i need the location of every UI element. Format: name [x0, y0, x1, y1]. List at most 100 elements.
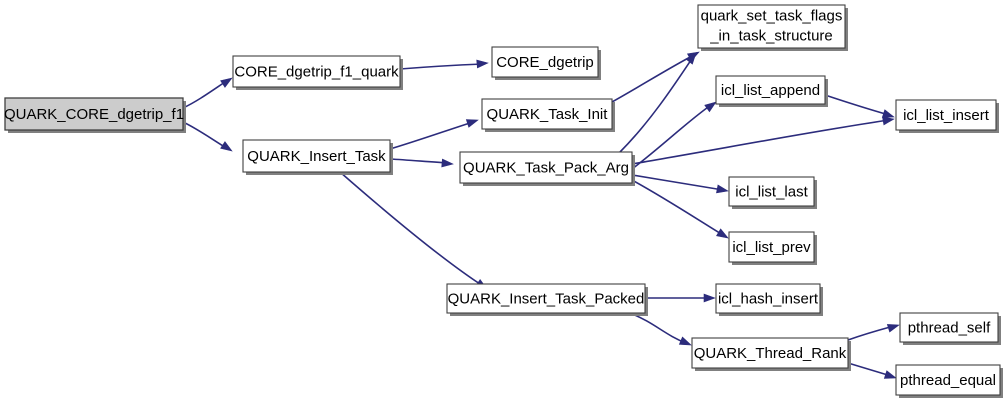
edge-arrowhead: [883, 370, 897, 379]
node-box[interactable]: [895, 99, 997, 131]
edge-line: [611, 54, 695, 103]
edge-list_append-to-list_insert: [824, 94, 895, 118]
edge-arrowhead: [220, 77, 233, 88]
node-box[interactable]: [728, 231, 815, 263]
edge-line: [847, 325, 895, 341]
edge-arrowhead: [716, 228, 729, 239]
node-list_insert[interactable]: icl_list_insert: [895, 99, 999, 133]
edge-line: [847, 362, 892, 377]
edge-arrowhead: [476, 59, 489, 69]
edge-root-to-insert_task: [182, 121, 233, 152]
edge-root-to-quark_f1: [182, 77, 233, 109]
edge-arrowhead: [716, 184, 729, 194]
node-box[interactable]: [715, 283, 821, 314]
node-set_task_flags[interactable]: quark_set_task_flags _in_task_structure: [697, 4, 848, 51]
node-hash_insert[interactable]: icl_hash_insert: [715, 283, 823, 316]
node-label: pthread_self: [908, 319, 991, 336]
edge-arrowhead: [685, 52, 697, 65]
edge-thread_rank-to-pthread_self: [847, 324, 900, 341]
edge-task_init-to-set_task_flags: [611, 51, 700, 103]
edge-task_pack_arg-to-set_task_flags: [619, 52, 697, 153]
node-quark_f1[interactable]: CORE_dgetrip_f1_quark: [232, 55, 403, 90]
node-box[interactable]: [697, 4, 846, 49]
node-pthread_equal[interactable]: pthread_equal: [895, 364, 1003, 398]
node-box[interactable]: [446, 283, 646, 314]
node-list_prev[interactable]: icl_list_prev: [728, 231, 817, 265]
edge-task_pack_arg-to-list_insert: [631, 116, 895, 165]
node-task_pack_arg[interactable]: QUARK_Task_Pack_Arg: [459, 151, 635, 186]
node-task_init[interactable]: QUARK_Task_Init: [481, 98, 615, 132]
edge-task_pack_arg-to-list_last: [631, 174, 729, 194]
edge-line: [182, 121, 229, 150]
node-box[interactable]: [242, 139, 391, 173]
edge-arrowhead: [678, 336, 692, 346]
node-box[interactable]: [728, 176, 815, 207]
node-label: icl_list_last: [735, 183, 808, 200]
edge-insert_task-to-task_init: [389, 119, 479, 150]
edge-arrowhead: [882, 116, 895, 126]
node-box[interactable]: [491, 46, 599, 78]
node-box[interactable]: [481, 98, 613, 130]
node-label: QUARK_CORE_dgetrip_f1: [4, 106, 184, 123]
node-label: icl_list_append: [721, 82, 820, 99]
edge-line: [339, 171, 484, 287]
edge-line: [389, 121, 474, 150]
node-root[interactable]: QUARK_CORE_dgetrip_f1: [4, 97, 186, 133]
edge-arrowhead: [220, 141, 233, 152]
edge-line: [631, 119, 890, 165]
node-label: icl_hash_insert: [718, 290, 819, 307]
edge-line: [389, 158, 449, 164]
node-label-line1: quark_set_task_flags: [701, 7, 843, 24]
node-pthread_self[interactable]: pthread_self: [899, 312, 1001, 345]
node-label: QUARK_Insert_Task: [247, 148, 386, 165]
edge-line: [631, 174, 724, 191]
edge-thread_rank-to-pthread_equal: [847, 362, 897, 379]
edge-line: [629, 312, 687, 344]
edge-quark_f1-to-core_dgetrip: [399, 59, 489, 70]
edge-arrowhead: [881, 109, 895, 118]
node-box[interactable]: [4, 97, 184, 131]
node-box[interactable]: [715, 75, 826, 105]
node-box[interactable]: [895, 364, 1001, 396]
node-list_last[interactable]: icl_list_last: [728, 176, 817, 209]
edge-insert_packed-to-thread_rank: [629, 312, 692, 346]
edge-line: [631, 104, 712, 170]
edge-line: [631, 179, 724, 236]
node-label: QUARK_Insert_Task_Packed: [448, 290, 645, 307]
node-core_dgetrip[interactable]: CORE_dgetrip: [491, 46, 601, 80]
edge-line: [182, 79, 229, 109]
nodes-layer: QUARK_CORE_dgetrip_f1 CORE_dgetrip_f1_qua…: [4, 4, 1003, 398]
edge-arrowhead: [703, 293, 716, 303]
node-label: CORE_dgetrip: [496, 54, 594, 71]
edge-insert_task-to-task_pack_arg: [389, 158, 454, 168]
node-label: pthread_equal: [900, 372, 996, 389]
edge-insert_task-to-insert_packed: [339, 171, 488, 290]
edge-line: [399, 63, 484, 70]
edges-layer: [182, 51, 900, 379]
node-list_append[interactable]: icl_list_append: [715, 75, 828, 107]
node-thread_rank[interactable]: QUARK_Thread_Rank: [691, 337, 851, 371]
edge-line: [619, 56, 694, 153]
node-label: QUARK_Task_Init: [487, 106, 609, 123]
edge-arrowhead: [704, 101, 717, 113]
node-insert_task[interactable]: QUARK_Insert_Task: [242, 139, 393, 175]
node-label-line2: _in_task_structure: [709, 27, 833, 44]
node-box[interactable]: [691, 337, 849, 369]
edge-task_pack_arg-to-list_prev: [631, 179, 729, 239]
node-label: QUARK_Thread_Rank: [694, 345, 847, 362]
node-box[interactable]: [899, 312, 999, 343]
edge-arrowhead: [886, 324, 900, 333]
node-label: icl_list_insert: [903, 107, 990, 124]
node-box[interactable]: [232, 55, 401, 88]
edge-line: [824, 94, 890, 116]
node-label: CORE_dgetrip_f1_quark: [234, 63, 399, 80]
node-label: icl_list_prev: [732, 239, 811, 256]
edge-task_pack_arg-to-list_append: [631, 101, 717, 170]
node-label: QUARK_Task_Pack_Arg: [463, 159, 629, 176]
node-insert_packed[interactable]: QUARK_Insert_Task_Packed: [446, 283, 648, 316]
edge-arrowhead: [441, 158, 454, 168]
edge-insert_packed-to-hash_insert: [644, 293, 716, 303]
node-box[interactable]: [459, 151, 633, 184]
